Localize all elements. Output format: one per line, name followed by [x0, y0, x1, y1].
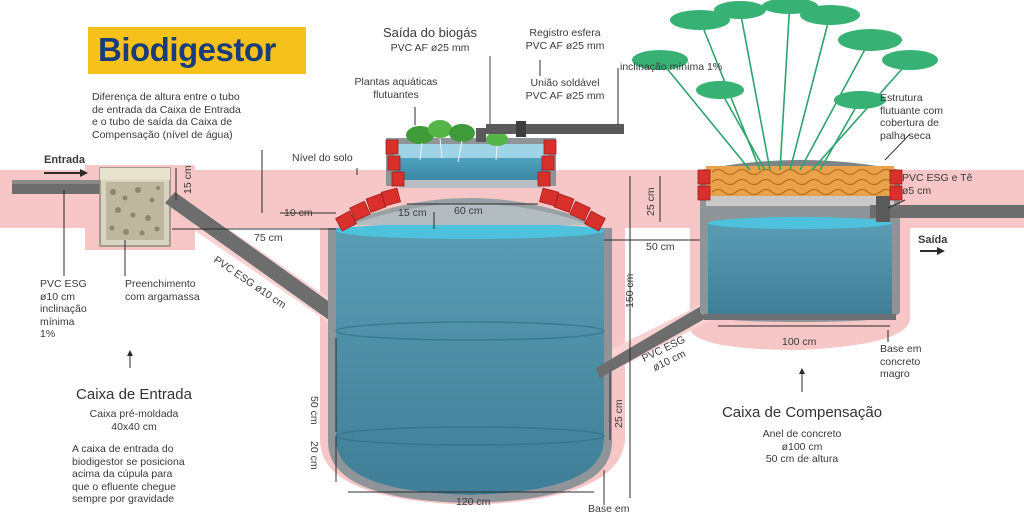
- pvc-esg-te-label: PVC ESG e Tê ø5 cm: [902, 172, 972, 197]
- dim-120: 120 cm: [456, 496, 491, 508]
- preenchimento-line-1: Preenchimento: [125, 278, 196, 290]
- plantas-label: Plantas aquáticas flutuantes: [346, 76, 446, 101]
- plantas-line-1: Plantas aquáticas: [354, 76, 438, 88]
- dim-75: 75 cm: [254, 232, 283, 244]
- dim-15-dome: 15 cm: [398, 207, 427, 219]
- dim-50-vertical: 50 cm: [308, 396, 320, 425]
- floating-plants: [406, 120, 508, 163]
- saida-biogas-pvc: PVC AF ø25 mm: [390, 42, 470, 54]
- dim-50-horizontal: 50 cm: [646, 241, 675, 253]
- pvc-esg-left-line-1: PVC ESG: [40, 278, 87, 290]
- diferenca-line-1: Diferença de altura entre o tubo: [92, 91, 240, 103]
- pvc-esg-left-line-2: ø10 cm: [40, 290, 76, 303]
- caixa-compensacao-subtitle-3: 50 cm de altura: [765, 453, 839, 465]
- top-chamber: [385, 56, 624, 188]
- dim-25-top: 25 cm: [645, 187, 657, 216]
- caixa-entrada-box: [99, 167, 171, 247]
- pvc-esg-left-label: PVC ESG ø10 cm inclinação mínima 1%: [40, 278, 87, 341]
- entrada-pipe: [12, 180, 102, 194]
- caixa-compensacao-subtitle-1: Anel de concreto: [762, 428, 842, 440]
- nivel-solo-label: Nível do solo: [292, 152, 353, 164]
- registro-line-2: PVC AF ø25 mm: [525, 39, 605, 52]
- dim-150: 150 cm: [624, 273, 636, 308]
- caixa-compensacao-tank: [697, 160, 1024, 322]
- caixa-entrada-subtitle-1: Caixa pré-moldada: [89, 408, 179, 420]
- dim-25-side: 25 cm: [613, 399, 625, 428]
- diferenca-line-3: e o tubo de saída da Caixa de: [92, 116, 233, 128]
- caixa-compensacao-subtitle: Anel de concreto ø100 cm 50 cm de altura: [740, 428, 864, 466]
- estrutura-label: Estrutura flutuante com cobertura de pal…: [880, 92, 943, 142]
- dim-10: 10 cm: [284, 207, 313, 219]
- registro-line-1: Registro esfera: [529, 27, 601, 39]
- uniao-label: União soldável PVC AF ø25 mm: [512, 77, 618, 102]
- inlet-pipe-diagonal: [165, 192, 352, 330]
- diferenca-line-4: Compensação (nível de água): [92, 128, 233, 141]
- caixa-entrada-description: A caixa de entrada do biodigestor se pos…: [72, 443, 185, 506]
- inclinacao-label: inclinação mínima 1%: [620, 61, 723, 73]
- caixa-entrada-subtitle-2: 40x40 cm: [111, 420, 157, 433]
- dim-20: 20 cm: [308, 441, 320, 470]
- base-concreto-line-2: concreto: [880, 355, 921, 368]
- arrows: [44, 169, 945, 374]
- plantas-line-2: flutuantes: [373, 88, 419, 101]
- caixa-entrada-desc-1: A caixa de entrada do: [72, 443, 174, 455]
- diferenca-line-2: de entrada da Caixa de Entrada: [92, 103, 241, 116]
- base-concreto-label: Base em concreto magro: [880, 343, 921, 381]
- caixa-entrada-desc-3: acima da cúpula para: [72, 468, 173, 480]
- papyrus-leaves: [632, 0, 938, 109]
- estrutura-line-3: cobertura de: [880, 117, 939, 129]
- base-concreto-line-3: magro: [880, 368, 910, 380]
- caixa-entrada-subtitle: Caixa pré-moldada 40x40 cm: [72, 408, 196, 433]
- digester-tank: [328, 198, 612, 503]
- outlet-pipe-diagonal: [596, 296, 724, 378]
- dim-60: 60 cm: [454, 205, 483, 217]
- caixa-compensacao-heading: Caixa de Compensação: [721, 404, 883, 421]
- registro-label: Registro esfera PVC AF ø25 mm: [512, 27, 618, 52]
- pvc-esg-left-line-4: mínima: [40, 315, 75, 328]
- preenchimento-label: Preenchimento com argamassa: [125, 278, 200, 303]
- dim-15-entrada: 15 cm: [182, 165, 194, 194]
- caixa-compensacao-subtitle-2: ø100 cm: [781, 440, 823, 453]
- caixa-entrada-desc-4: que o efluente chegue: [72, 480, 176, 493]
- dim-100: 100 cm: [782, 336, 817, 348]
- saida-label: Saída: [918, 234, 948, 246]
- dimension-lines: [63, 60, 911, 505]
- base-concreto-line-1: Base em: [880, 343, 922, 355]
- estrutura-line-4: palha seca: [880, 129, 931, 142]
- pvc-esg-te-line-1: PVC ESG e Tê: [902, 172, 973, 184]
- papyrus-plant: [659, 0, 911, 171]
- title-banner: Biodigestor: [88, 27, 306, 74]
- pvc-esg-left-line-5: 1%: [40, 328, 56, 340]
- saida-biogas-heading: Saída do biogás: [383, 25, 477, 40]
- estrutura-line-2: flutuante com: [880, 104, 944, 117]
- caixa-entrada-heading: Caixa de Entrada: [76, 386, 192, 403]
- uniao-line-1: União soldável: [530, 77, 600, 89]
- dome-bricks: [335, 187, 606, 232]
- pvc-esg-te-line-2: ø5 cm: [902, 184, 932, 197]
- caixa-entrada-desc-5: sempre por gravidade: [72, 493, 175, 505]
- diferenca-altura-note: Diferença de altura entre o tubo de entr…: [92, 91, 241, 141]
- pvc-esg-left-line-3: inclinação: [40, 303, 87, 315]
- base-em-label: Base em: [588, 503, 630, 515]
- page-title: Biodigestor: [98, 31, 276, 68]
- entrada-label: Entrada: [44, 154, 85, 166]
- preenchimento-line-2: com argamassa: [125, 290, 200, 303]
- caixa-entrada-desc-2: biodigestor se posiciona: [72, 455, 185, 468]
- estrutura-line-1: Estrutura: [880, 92, 923, 104]
- uniao-line-2: PVC AF ø25 mm: [525, 89, 605, 102]
